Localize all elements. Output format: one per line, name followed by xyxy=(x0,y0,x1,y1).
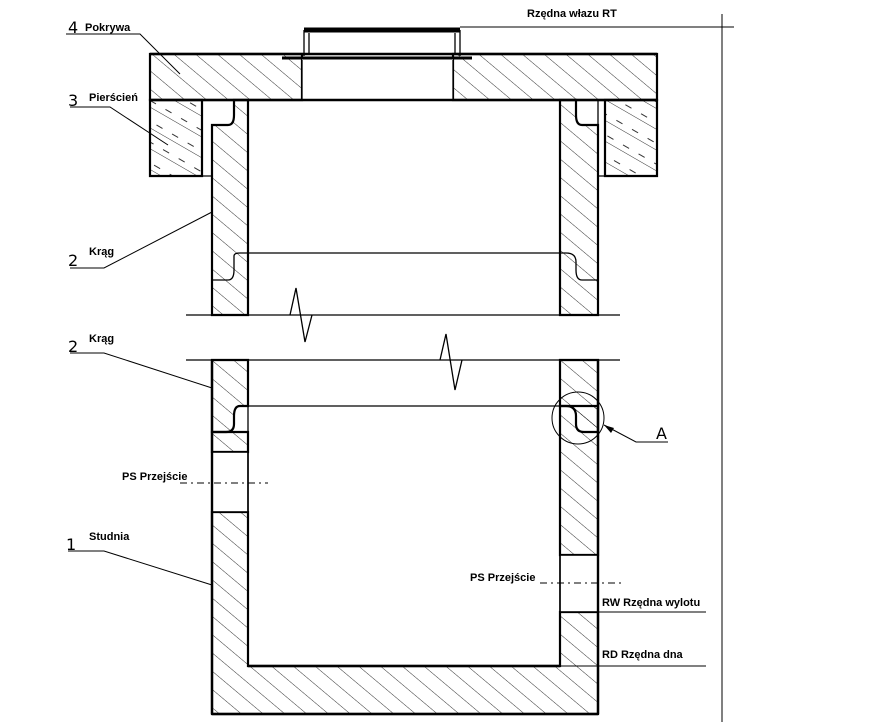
label-detail-a: A xyxy=(656,424,667,443)
label-pierscien-number: 3 xyxy=(68,91,78,110)
manhole-hatch-frame xyxy=(282,27,472,60)
pokrywa-slab xyxy=(148,52,659,102)
label-krag-upper: Krąg xyxy=(89,246,114,258)
label-ps-left: PS Przejście xyxy=(122,471,187,483)
krag-upper xyxy=(210,98,600,317)
label-pierscien: Pierścień xyxy=(89,92,138,104)
label-ps-right: PS Przejście xyxy=(470,572,535,584)
ps-opening-left xyxy=(211,451,249,513)
label-studnia-number: 1 xyxy=(66,535,76,554)
label-pokrywa: Pokrywa xyxy=(85,22,131,34)
label-pokrywa-number: 4 xyxy=(68,18,78,37)
detail-a-arrowhead xyxy=(604,425,614,433)
label-krag-lower-number: 2 xyxy=(68,337,78,356)
leader-lines xyxy=(66,33,706,667)
detail-a-circle xyxy=(551,391,605,445)
label-studnia: Studnia xyxy=(89,531,130,543)
break-lines xyxy=(186,287,620,391)
studnia-well-body xyxy=(210,358,600,716)
detail-a-leader xyxy=(603,424,668,443)
pierscien-ring xyxy=(148,98,659,178)
label-krag-lower: Krąg xyxy=(89,333,114,345)
label-rd: RD Rzędna dna xyxy=(602,649,684,661)
label-rt: Rzędna włazu RT xyxy=(527,8,617,20)
label-rw: RW Rzędna wylotu xyxy=(602,597,700,609)
label-krag-upper-number: 2 xyxy=(68,251,78,270)
